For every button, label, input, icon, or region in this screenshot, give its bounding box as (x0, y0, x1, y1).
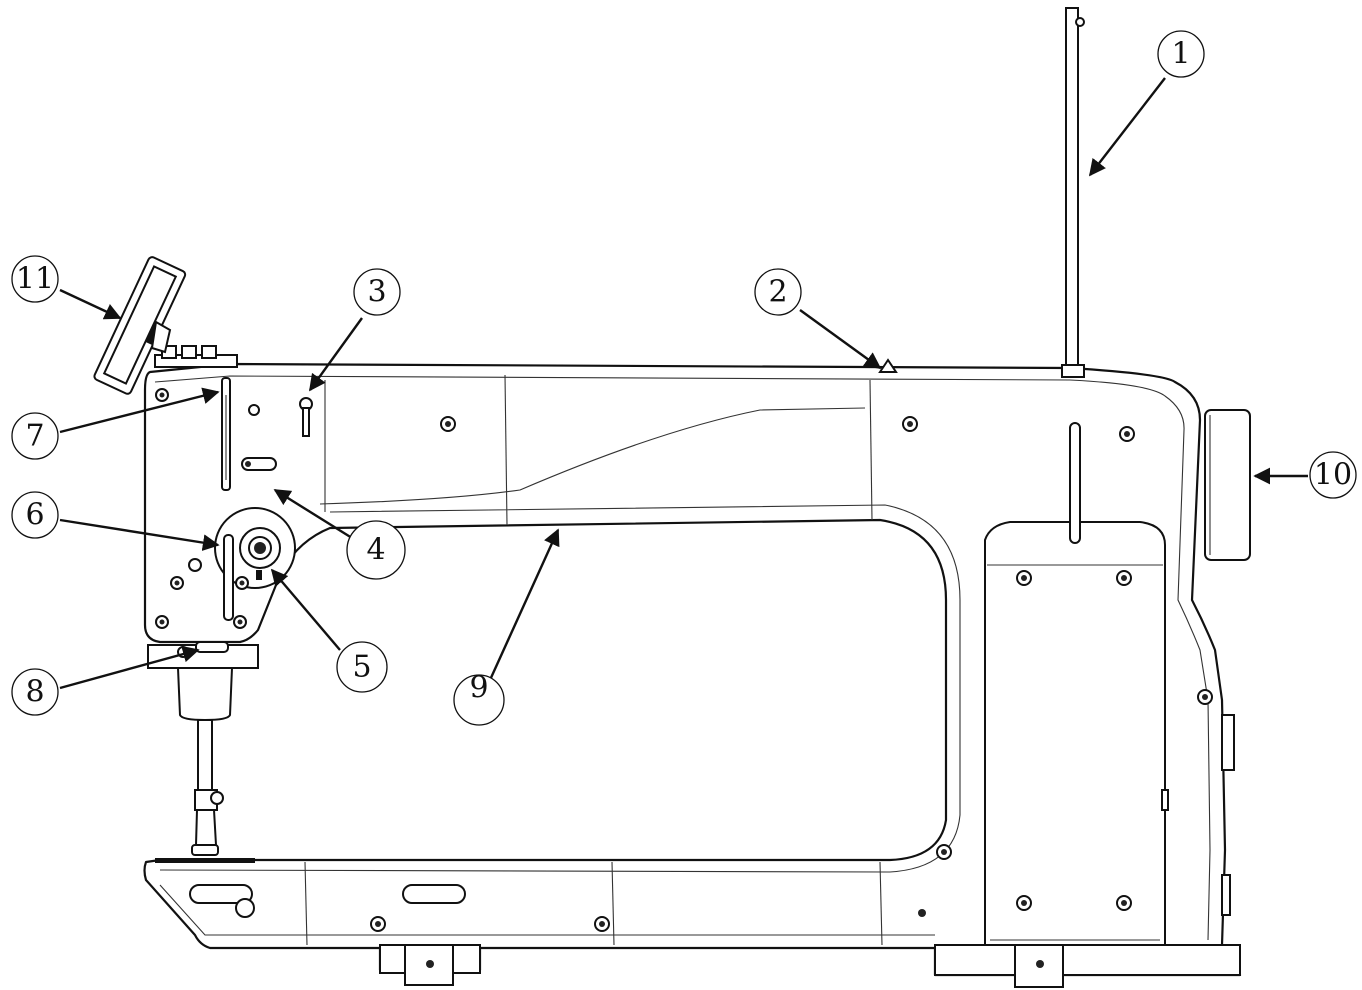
thread-take-up (223, 534, 234, 621)
needle-bar (197, 719, 213, 791)
svg-text:4: 4 (366, 533, 385, 568)
arrow-3 (309, 317, 363, 392)
machine-body (93, 7, 1251, 988)
svg-text:9: 9 (469, 671, 488, 706)
callout-7: 7 (11, 412, 59, 460)
second-spool-pin (1069, 422, 1081, 544)
leader-arrows (59, 77, 1308, 690)
machine-outline (143, 362, 1242, 977)
display-screen (93, 256, 187, 395)
arrow-8 (59, 645, 200, 690)
svg-text:8: 8 (25, 675, 44, 710)
arrow-11 (59, 288, 122, 320)
presser-foot (194, 809, 218, 846)
svg-text:3: 3 (367, 275, 386, 310)
callout-3: 3 (353, 268, 401, 316)
rear-foot (934, 944, 1241, 976)
base-knob (235, 898, 255, 918)
callout-2: 2 (754, 268, 802, 316)
callout-1: 1 (1157, 30, 1205, 78)
callout-4: 4 (346, 520, 406, 580)
svg-text:7: 7 (25, 419, 44, 454)
svg-text:5: 5 (352, 650, 371, 685)
callout-11: 11 (11, 255, 59, 303)
svg-text:10: 10 (1314, 458, 1352, 493)
svg-text:1: 1 (1171, 37, 1190, 72)
spool-pin (1065, 7, 1079, 374)
arrow-5 (270, 568, 341, 651)
callout-9: 9 (453, 671, 505, 726)
svg-text:2: 2 (768, 275, 787, 310)
callout-10: 10 (1309, 451, 1357, 499)
callout-8: 8 (11, 668, 59, 716)
side-housing (984, 521, 1166, 946)
thread-guide (878, 358, 898, 373)
base-slot-middle (402, 884, 466, 904)
arrow-2 (799, 309, 882, 369)
arrow-6 (59, 518, 220, 551)
body-screws (155, 388, 1213, 932)
svg-text:11: 11 (16, 262, 54, 297)
arrow-1 (1088, 77, 1166, 177)
arrow-9 (488, 528, 560, 681)
callout-5: 5 (336, 641, 388, 693)
base-slot-left (189, 884, 253, 904)
hand-wheel (1204, 409, 1251, 561)
callout-6: 6 (11, 491, 59, 539)
thread-guide-4 (241, 457, 277, 471)
arrow-4 (273, 488, 353, 540)
arrow-7 (59, 387, 220, 434)
svg-text:6: 6 (25, 498, 44, 533)
